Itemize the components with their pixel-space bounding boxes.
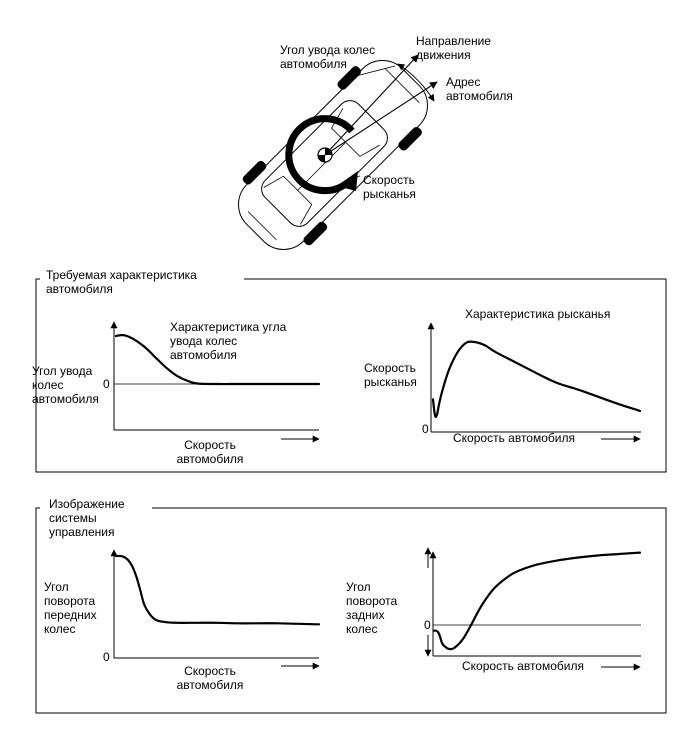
yaw-arc-arrow xyxy=(285,115,355,195)
series-line xyxy=(114,554,321,626)
tire-front-left xyxy=(337,66,362,90)
car-body xyxy=(238,60,428,250)
zero-label: 0 xyxy=(424,618,431,632)
yaw-arrow-head xyxy=(337,171,358,191)
x-axis-label: Скорость автомобиля xyxy=(462,659,584,673)
series-line xyxy=(114,333,321,386)
slip-angle-leader xyxy=(355,65,396,77)
tire-rear-right xyxy=(303,221,328,246)
zero-label: 0 xyxy=(103,650,110,664)
slip-angle-arc xyxy=(397,63,435,102)
tire-rear-left xyxy=(242,160,267,185)
zero-label: 0 xyxy=(103,377,110,391)
series-line xyxy=(431,340,642,419)
x-axis-label: Скорость автомобиля xyxy=(453,431,575,445)
yaw-rate-leader xyxy=(346,175,361,180)
tire-front-right xyxy=(398,126,422,151)
zero-label: 0 xyxy=(422,422,429,436)
chart-title: Характеристика рысканья xyxy=(465,307,610,321)
series-line xyxy=(432,551,642,651)
